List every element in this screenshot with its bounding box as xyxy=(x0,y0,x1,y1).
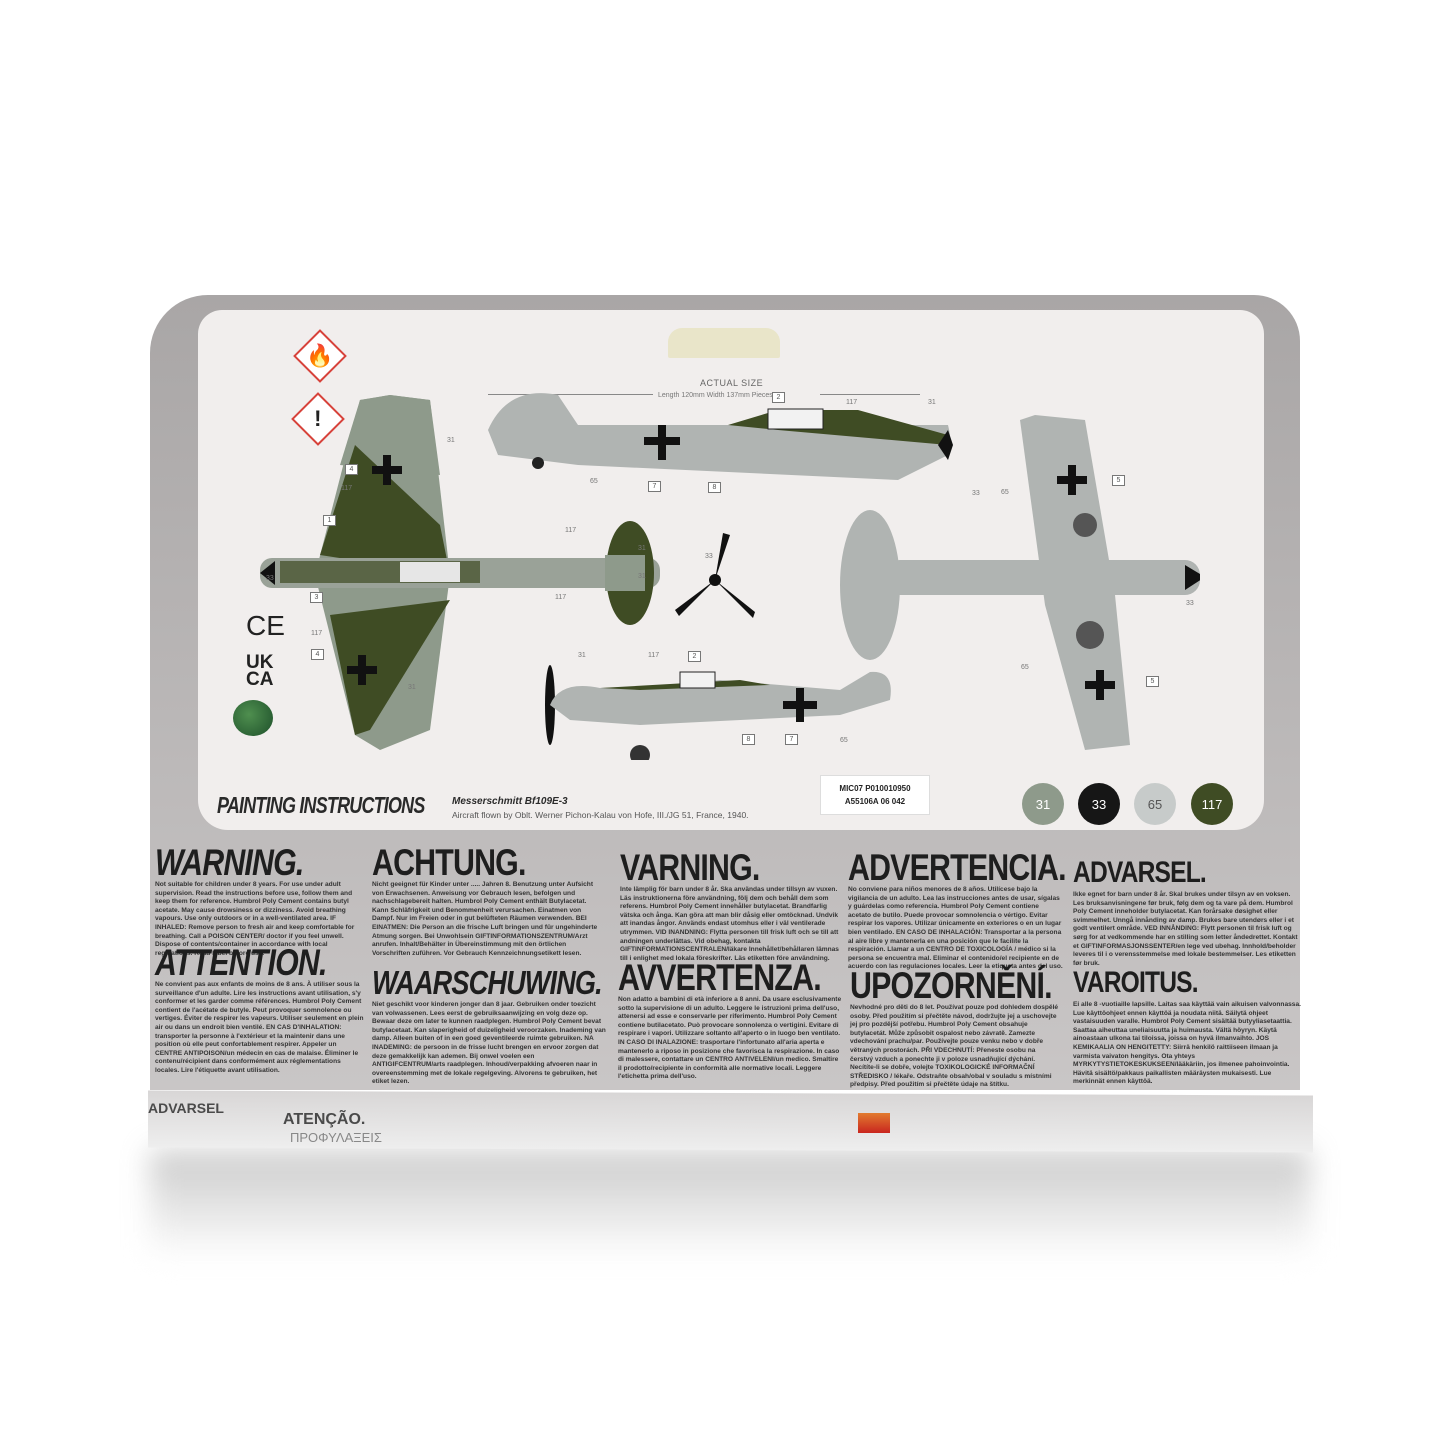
callout-decal-1: 1 xyxy=(323,515,336,526)
callout-decal-4: 4 xyxy=(345,464,358,475)
warning-heading: ADVERTENCIA. xyxy=(848,847,1067,888)
callout-tail-117: 117 xyxy=(565,527,577,534)
warning-heading: UPOZORNĚNÍ. xyxy=(850,965,1053,1006)
warning-text: Niet geschikt voor kinderen jonger dan 8… xyxy=(372,1001,606,1086)
warning-heading: AVVERTENZA. xyxy=(618,957,822,998)
callout-side-33: 33 xyxy=(972,490,980,497)
warning-heading: ACHTUNG. xyxy=(372,842,526,883)
callout-side-65: 65 xyxy=(590,478,598,485)
hang-tab xyxy=(668,328,780,358)
warning-czech: UPOZORNĚNÍ. Nevhodné pro děti do 8 let. … xyxy=(850,965,1060,1090)
callout-tail-31b: 31 xyxy=(638,573,646,580)
warning-english: WARNING. Not suitable for children under… xyxy=(155,842,365,958)
plane-side-view-bottom xyxy=(545,665,891,760)
code-line-2: A55106A 06 042 xyxy=(844,797,906,806)
callout-bside-7: 7 xyxy=(785,734,798,745)
callout-paint-31b: 31 xyxy=(408,684,416,691)
callout-side-2: 2 xyxy=(772,392,785,403)
warning-text: Ikke egnet for barn under 8 år. Skal bru… xyxy=(1073,891,1298,967)
warning-swedish: VARNING. Inte lämplig för barn under 8 å… xyxy=(620,847,840,963)
callout-bside-31: 31 xyxy=(578,652,586,659)
model-description: Aircraft flown by Oblt. Werner Pichon-Ka… xyxy=(452,810,749,820)
warning-dutch: WAARSCHUWING. Niet geschikt voor kindere… xyxy=(372,965,607,1087)
callout-tail-31: 31 xyxy=(638,545,646,552)
callout-under-65b: 65 xyxy=(1021,664,1029,671)
warning-text: Inte lämplig för barn under 8 år. Ska an… xyxy=(620,886,839,962)
warning-text: Non adatto a bambini di età inferiore a … xyxy=(618,996,842,1081)
callout-bside-2: 2 xyxy=(688,651,701,662)
warning-heading: VARNING. xyxy=(620,847,760,888)
plane-side-view-top xyxy=(488,393,953,480)
warning-text: Ei alle 8 -vuotiaille lapsille. Laitas s… xyxy=(1073,1001,1301,1086)
warning-heading: ADVARSEL. xyxy=(1073,856,1207,889)
warning-finnish: VAROITUS. Ei alle 8 -vuotiaille lapsille… xyxy=(1073,965,1301,1087)
code-line-1: MIC07 P010010950 xyxy=(839,784,911,793)
warning-heading: WAARSCHUWING. xyxy=(372,964,603,1001)
callout-paint-31: 31 xyxy=(447,437,455,444)
callout-paint-33: 33 xyxy=(266,575,274,582)
callout-paint-117b: 117 xyxy=(311,630,323,637)
warning-text: Not suitable for children under 8 years.… xyxy=(155,881,355,957)
callout-decal-4b: 4 xyxy=(311,649,324,660)
warning-text: Ne convient pas aux enfants de moins de … xyxy=(155,981,364,1074)
callout-under-33: 33 xyxy=(1186,600,1194,607)
callout-prop-33: 33 xyxy=(705,553,713,560)
edge-text-advarsel: ADVARSEL xyxy=(148,1100,224,1116)
edge-text-greek: ΠΡΟΦΥΛΑΞΕΙΣ xyxy=(290,1130,382,1145)
paint-swatch-31: 31 xyxy=(1022,783,1064,825)
ce-mark: CE xyxy=(246,610,285,641)
callout-side-31: 31 xyxy=(928,399,936,406)
propeller-icon xyxy=(675,533,755,618)
callout-bside-8: 8 xyxy=(742,734,755,745)
warning-text: Nicht geeignet für Kinder unter ..... Ja… xyxy=(372,881,598,957)
callout-side-8: 8 xyxy=(708,482,721,493)
dimension-line-left xyxy=(488,394,653,395)
paint-swatch-117: 117 xyxy=(1191,783,1233,825)
callout-under-5: 5 xyxy=(1112,475,1125,486)
callout-side-117: 117 xyxy=(846,399,858,406)
paint-swatch-33: 33 xyxy=(1078,783,1120,825)
warning-heading: WARNING. xyxy=(155,842,304,883)
painting-instructions-title: PAINTING INSTRUCTIONS xyxy=(217,792,425,818)
dimension-line-right xyxy=(820,394,920,395)
callout-under-5b: 5 xyxy=(1146,676,1159,687)
warning-italian: AVVERTENZA. Non adatto a bambini di età … xyxy=(618,957,843,1082)
product-code-label: MIC07 P010010950 A55106A 06 042 xyxy=(820,775,930,815)
warning-spanish: ADVERTENCIA. No conviene para niños meno… xyxy=(848,847,1067,972)
paint-swatch-65: 65 xyxy=(1134,783,1176,825)
callout-bside-65: 65 xyxy=(840,737,848,744)
warning-heading: ATTENTION. xyxy=(155,942,327,983)
actual-size-label: ACTUAL SIZE xyxy=(700,378,764,388)
warning-french: ATTENTION. Ne convient pas aux enfants d… xyxy=(155,942,365,1076)
plane-underside-view xyxy=(840,415,1200,750)
callout-tail-117b: 117 xyxy=(555,594,567,601)
plane-top-view xyxy=(260,395,660,750)
warning-text: Nevhodné pro děti do 8 let. Používat pou… xyxy=(850,1004,1059,1089)
model-dimensions: Length 120mm Width 137mm Pieces 46 xyxy=(658,392,783,399)
green-dot-recycling-icon xyxy=(233,700,273,736)
warning-norwegian: ADVARSEL. Ikke egnet for barn under 8 år… xyxy=(1073,855,1301,968)
callout-under-65: 65 xyxy=(1001,489,1009,496)
brand-logo xyxy=(858,1113,890,1133)
warning-heading: VAROITUS. xyxy=(1073,966,1199,999)
callout-bside-117: 117 xyxy=(648,652,660,659)
warning-text: No conviene para niños menores de 8 años… xyxy=(848,886,1063,971)
callout-paint-117: 117 xyxy=(341,485,353,492)
model-name: Messerschmitt Bf109E-3 xyxy=(452,796,568,807)
box-shadow xyxy=(150,1150,1310,1260)
warning-german: ACHTUNG. Nicht geeignet für Kinder unter… xyxy=(372,842,602,958)
edge-text-atencao: ATENÇÃO. xyxy=(283,1111,366,1128)
callout-side-7: 7 xyxy=(648,481,661,492)
callout-decal-3: 3 xyxy=(310,592,323,603)
